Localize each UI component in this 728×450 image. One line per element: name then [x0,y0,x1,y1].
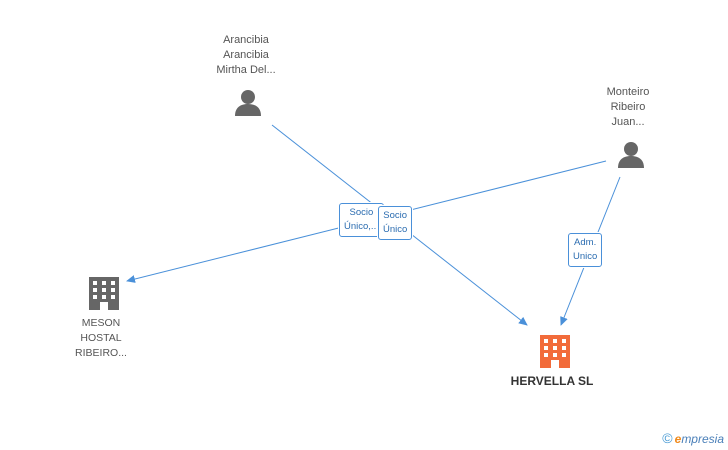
node-label-hervella[interactable]: HERVELLA SL [492,374,612,389]
label-line: MESON [81,317,121,329]
label-line: Arancibia [223,49,269,61]
building-icon[interactable] [89,277,119,310]
node-label-arancibia[interactable]: Arancibia Arancibia Mirtha Del... [186,33,306,78]
edge-label-socio-unico-truncated[interactable]: Socio Único,... [339,203,384,237]
node-label-monteiro[interactable]: Monteiro Ribeiro Juan... [568,85,688,130]
label-line: HERVELLA SL [510,374,594,388]
empresia-watermark: ©empresia [662,430,724,446]
brand-initial: e [674,432,682,446]
label-line: Monteiro [606,86,650,98]
person-icon[interactable] [618,142,644,168]
label-line: RIBEIRO... [75,347,127,359]
brand-logo: empresia [675,432,724,446]
label-line: Juan... [611,116,645,128]
label-line: HOSTAL [80,332,122,344]
node-label-meson[interactable]: MESON HOSTAL RIBEIRO... [41,316,161,361]
label-line: Mirtha Del... [216,64,276,76]
copyright-icon: © [662,430,673,446]
edge-label-line: Adm. [574,237,597,248]
edge-label-line: Único,... [344,221,379,232]
edge-label-line: Socio [349,207,374,218]
edge-label-line: Unico [573,251,598,262]
label-line: Ribeiro [610,101,646,113]
edge-label-adm-unico[interactable]: Adm. Unico [568,233,603,267]
label-line: Arancibia [223,34,269,46]
brand-rest: mpresia [681,432,724,446]
edge-label-line: Único [383,224,408,235]
edge-label-line: Socio [383,210,408,221]
building-icon-main[interactable] [540,335,570,368]
edge-label-socio-unico[interactable]: Socio Único [378,206,413,240]
person-icon[interactable] [235,90,261,116]
